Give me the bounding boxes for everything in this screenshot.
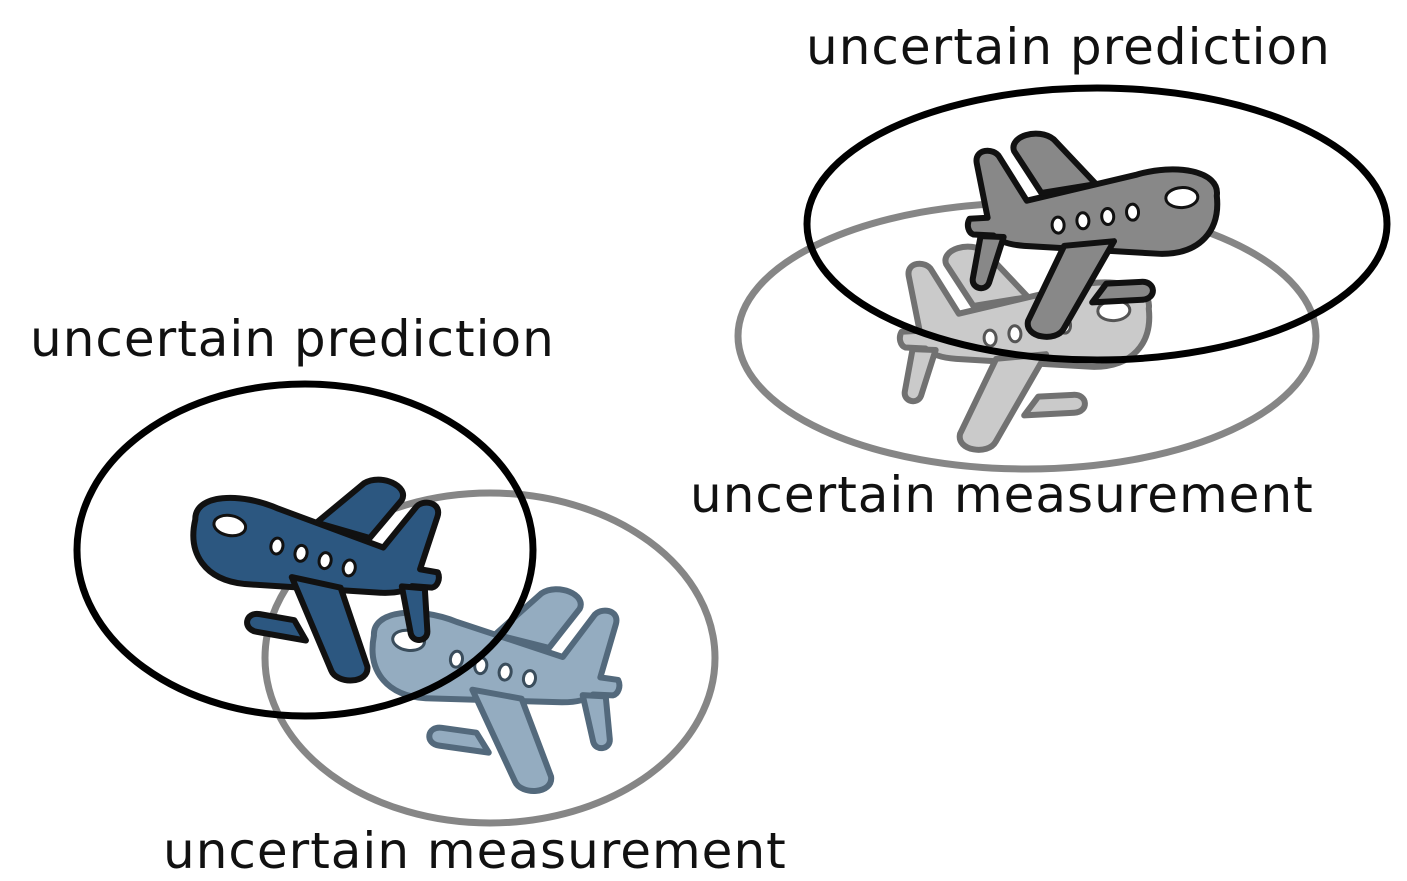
airplane-icon: [895, 237, 1156, 453]
left-prediction-label: uncertain prediction: [30, 310, 555, 368]
left-prediction-ellipse: [73, 380, 537, 720]
left-measurement-label: uncertain measurement: [163, 822, 787, 880]
right-prediction-ellipse: [803, 84, 1391, 364]
airplane-icon: [355, 565, 631, 801]
left-measurement-ellipse: [261, 489, 719, 827]
right-measurement-label: uncertain measurement: [690, 466, 1314, 524]
right-prediction-label: uncertain prediction: [806, 18, 1331, 76]
